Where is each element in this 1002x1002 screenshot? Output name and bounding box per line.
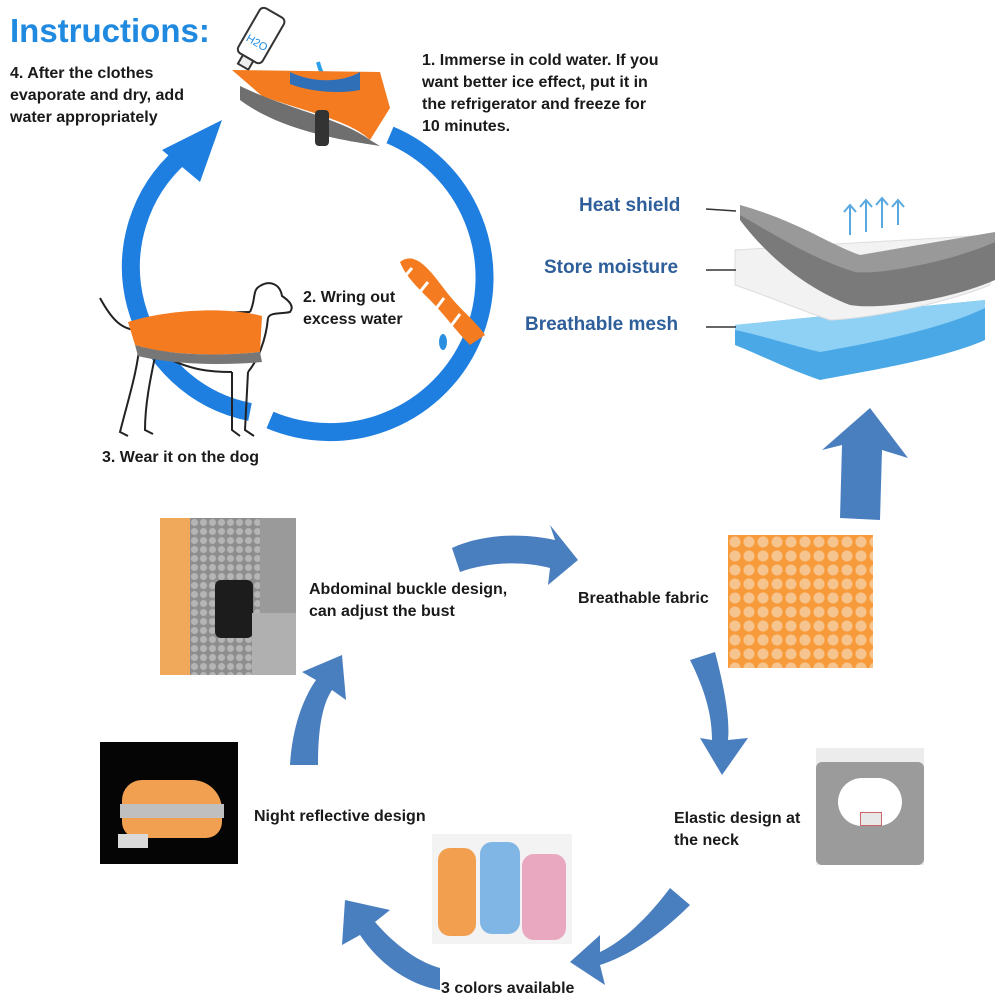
breathable-fabric-photo <box>728 535 873 668</box>
night-reflective-label: Night reflective design <box>254 808 426 825</box>
step-3-text: 3. Wear it on the dog <box>102 449 260 466</box>
heat-shield-label: Heat shield <box>579 195 681 216</box>
feature-cycle-arrows <box>290 408 908 990</box>
fabric-layers-illustration <box>705 196 995 380</box>
breathable-mesh-label: Breathable mesh <box>525 314 679 335</box>
dog-vest <box>128 310 262 364</box>
three-colors-label: 3 colors available <box>441 980 575 997</box>
vest-soaking-illustration: H2O <box>232 6 390 146</box>
buckle-photo <box>160 518 296 675</box>
three-colors-photo <box>432 834 572 944</box>
breathable-fabric-label: Breathable fabric <box>578 590 709 607</box>
step-2-text: 2. Wring out excess water <box>303 289 403 328</box>
elastic-neck-label: Elastic design at the neck <box>674 810 801 849</box>
step-4-text: 4. After the clothes evaporate and dry, … <box>10 65 184 126</box>
water-bottle-icon: H2O <box>236 6 286 72</box>
instructions-title: Instructions: <box>10 12 210 49</box>
store-moisture-label: Store moisture <box>544 257 679 278</box>
buckle-label: Abdominal buckle design, can adjust the … <box>309 581 508 620</box>
step-1-text: 1. Immerse in cold water. If you want be… <box>422 52 659 135</box>
elastic-neck-photo <box>816 748 924 865</box>
night-reflective-photo <box>100 742 238 864</box>
wringing-vest-illustration <box>398 258 485 350</box>
